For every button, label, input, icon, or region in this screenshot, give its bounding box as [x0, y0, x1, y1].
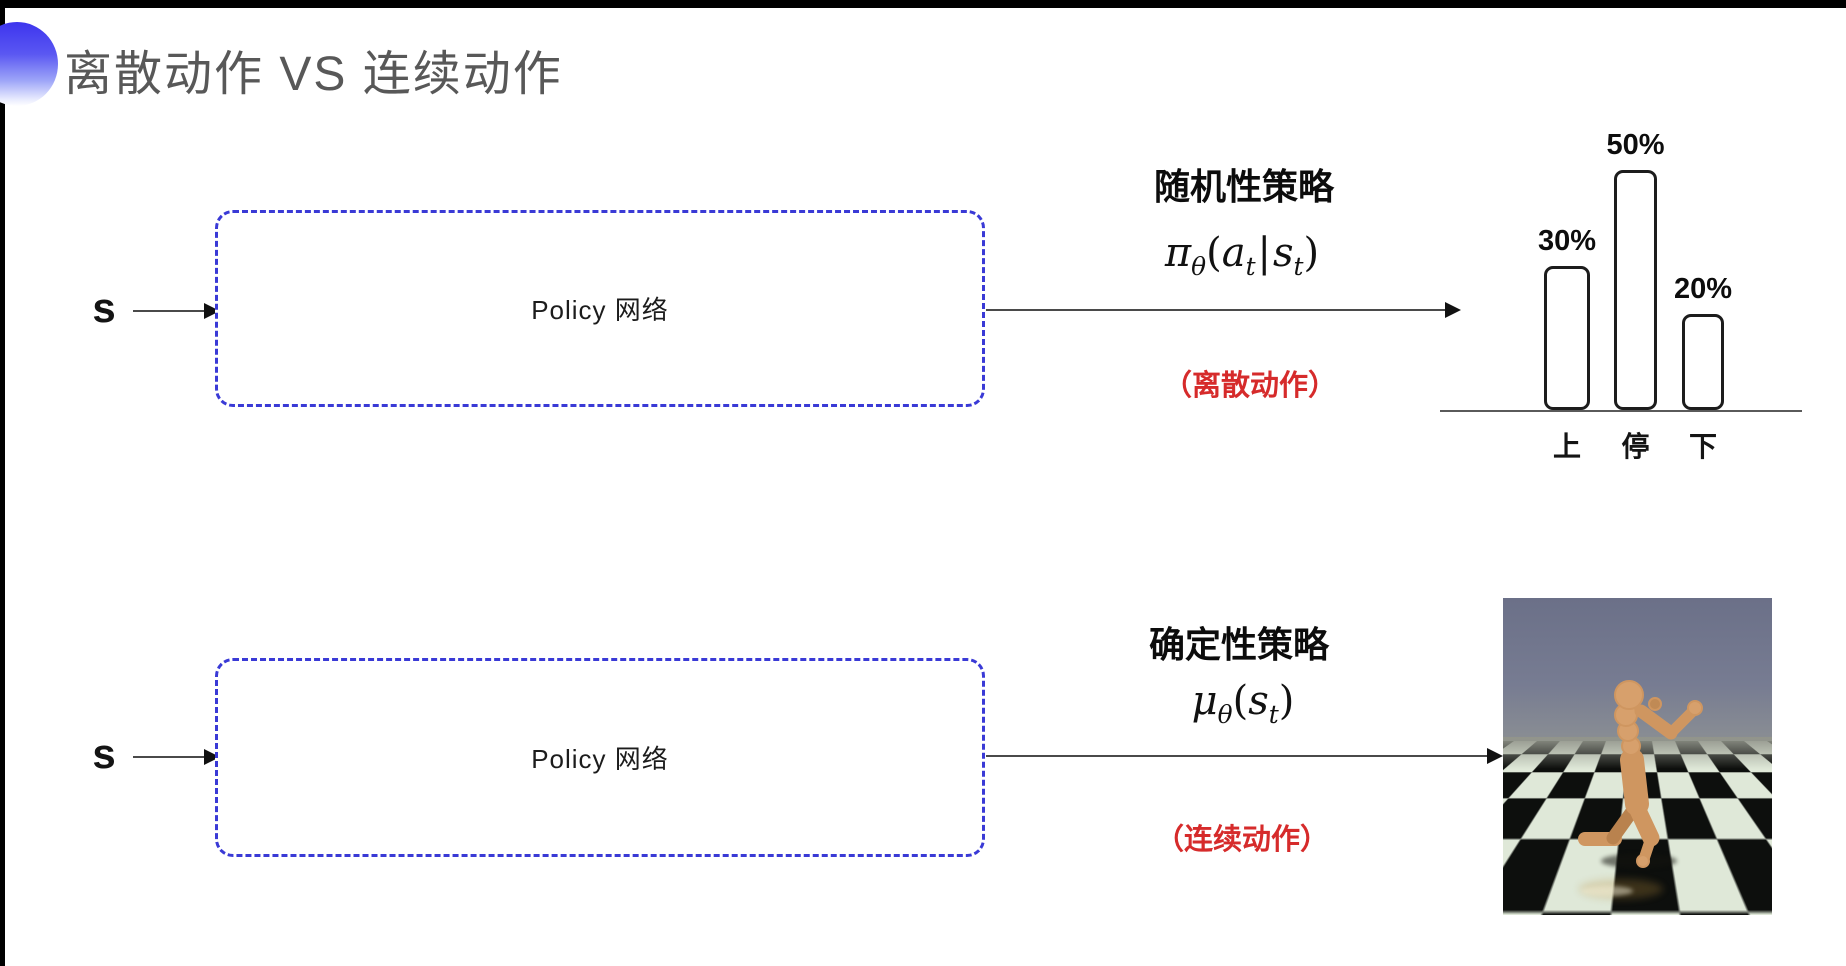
bar	[1682, 314, 1724, 410]
bar-value-label: 50%	[1606, 129, 1665, 161]
bar-group: 30%	[1538, 225, 1596, 410]
output-arrow-top	[986, 302, 1461, 318]
bar-value-label: 20%	[1673, 273, 1733, 305]
state-input-label-bottom: s	[92, 730, 116, 777]
deterministic-policy-title: 确定性策略	[1148, 624, 1329, 665]
bar-category-label: 停	[1621, 431, 1650, 462]
state-input-label-top: s	[92, 284, 116, 331]
continuous-action-note: （连续动作）	[1154, 824, 1329, 856]
action-probability-chart: 30% 50% 20% 上 停 下	[1440, 100, 1802, 462]
input-arrow-top	[133, 303, 220, 319]
bar-category-label: 上	[1552, 431, 1581, 462]
bar-category-label: 下	[1688, 431, 1717, 462]
bar	[1544, 266, 1590, 410]
bar-value-label: 30%	[1537, 225, 1597, 257]
deterministic-policy-formula: μθ(st)	[1191, 678, 1295, 729]
input-arrow-bottom	[133, 749, 220, 765]
policy-network-box-top: Policy 网络	[215, 210, 985, 407]
top-border	[0, 0, 1846, 8]
title-bullet-orb-icon	[0, 22, 58, 106]
bar-group: 20%	[1674, 273, 1732, 410]
bar	[1614, 170, 1657, 410]
stochastic-policy-formula: πθ(at|st)	[1164, 230, 1320, 281]
page-title: 离散动作 VS 连续动作	[64, 48, 563, 101]
policy-network-label-bottom: Policy 网络	[531, 744, 669, 774]
stochastic-policy-title: 随机性策略	[1153, 166, 1334, 207]
bar-group: 50%	[1606, 129, 1665, 410]
left-border	[0, 0, 5, 966]
humanoid-robot-figure	[1578, 680, 1703, 899]
policy-network-box-bottom: Policy 网络	[215, 658, 985, 857]
humanoid-simulation-image	[1503, 598, 1772, 915]
output-arrow-bottom	[986, 748, 1503, 764]
policy-network-label-top: Policy 网络	[531, 295, 669, 325]
discrete-action-note: （离散动作）	[1162, 370, 1337, 402]
